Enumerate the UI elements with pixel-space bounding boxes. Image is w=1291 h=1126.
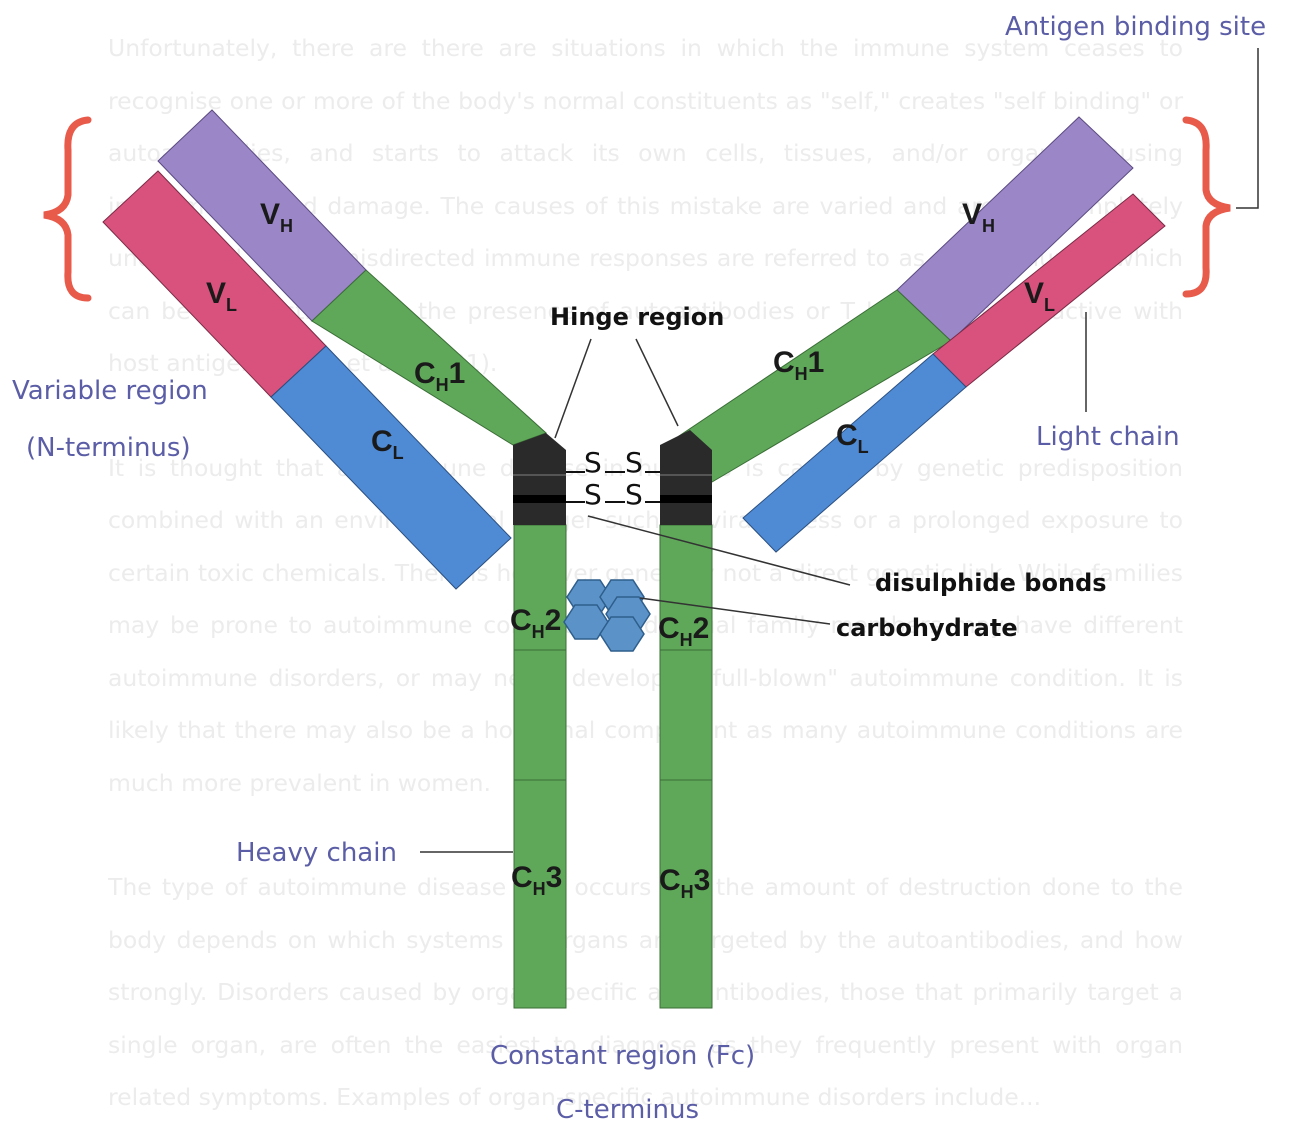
left-hinge [513,433,566,525]
right-hinge [660,430,712,525]
disulphide-bond-lines [566,472,660,502]
antigen-binding-leader [1236,48,1258,208]
disulphide-leader [588,516,850,585]
light-chain-label: Light chain [1036,422,1180,452]
c-terminus-label: C-terminus [556,1095,699,1125]
hinge-region-label: Hinge region [550,303,724,331]
carbohydrate-hexagons [564,580,650,651]
disulphide-bonds-label: disulphide bonds [875,569,1107,597]
heavy-chain-right-stem [660,525,712,1008]
carbohydrate-label: carbohydrate [836,614,1018,642]
ch1-right-label: CH1 [773,346,824,384]
sulfur-atom: S [584,446,602,479]
sulfur-atom: S [584,478,602,511]
variable-region-label: Variable region [12,376,208,406]
constant-region-label: Constant region (Fc) [490,1041,755,1071]
left-variable-bracket [44,120,88,298]
heavy-chain-label: Heavy chain [236,838,397,868]
hinge-leader-right [636,339,678,426]
sulfur-atom: S [625,478,643,511]
right-variable-bracket [1186,120,1230,294]
heavy-chain-left-stem [514,525,566,1008]
n-terminus-label: (N-terminus) [26,433,191,463]
antigen-binding-site-label: Antigen binding site [1005,12,1266,42]
sulfur-atom: S [625,446,643,479]
hinge-leader-left [555,339,591,438]
